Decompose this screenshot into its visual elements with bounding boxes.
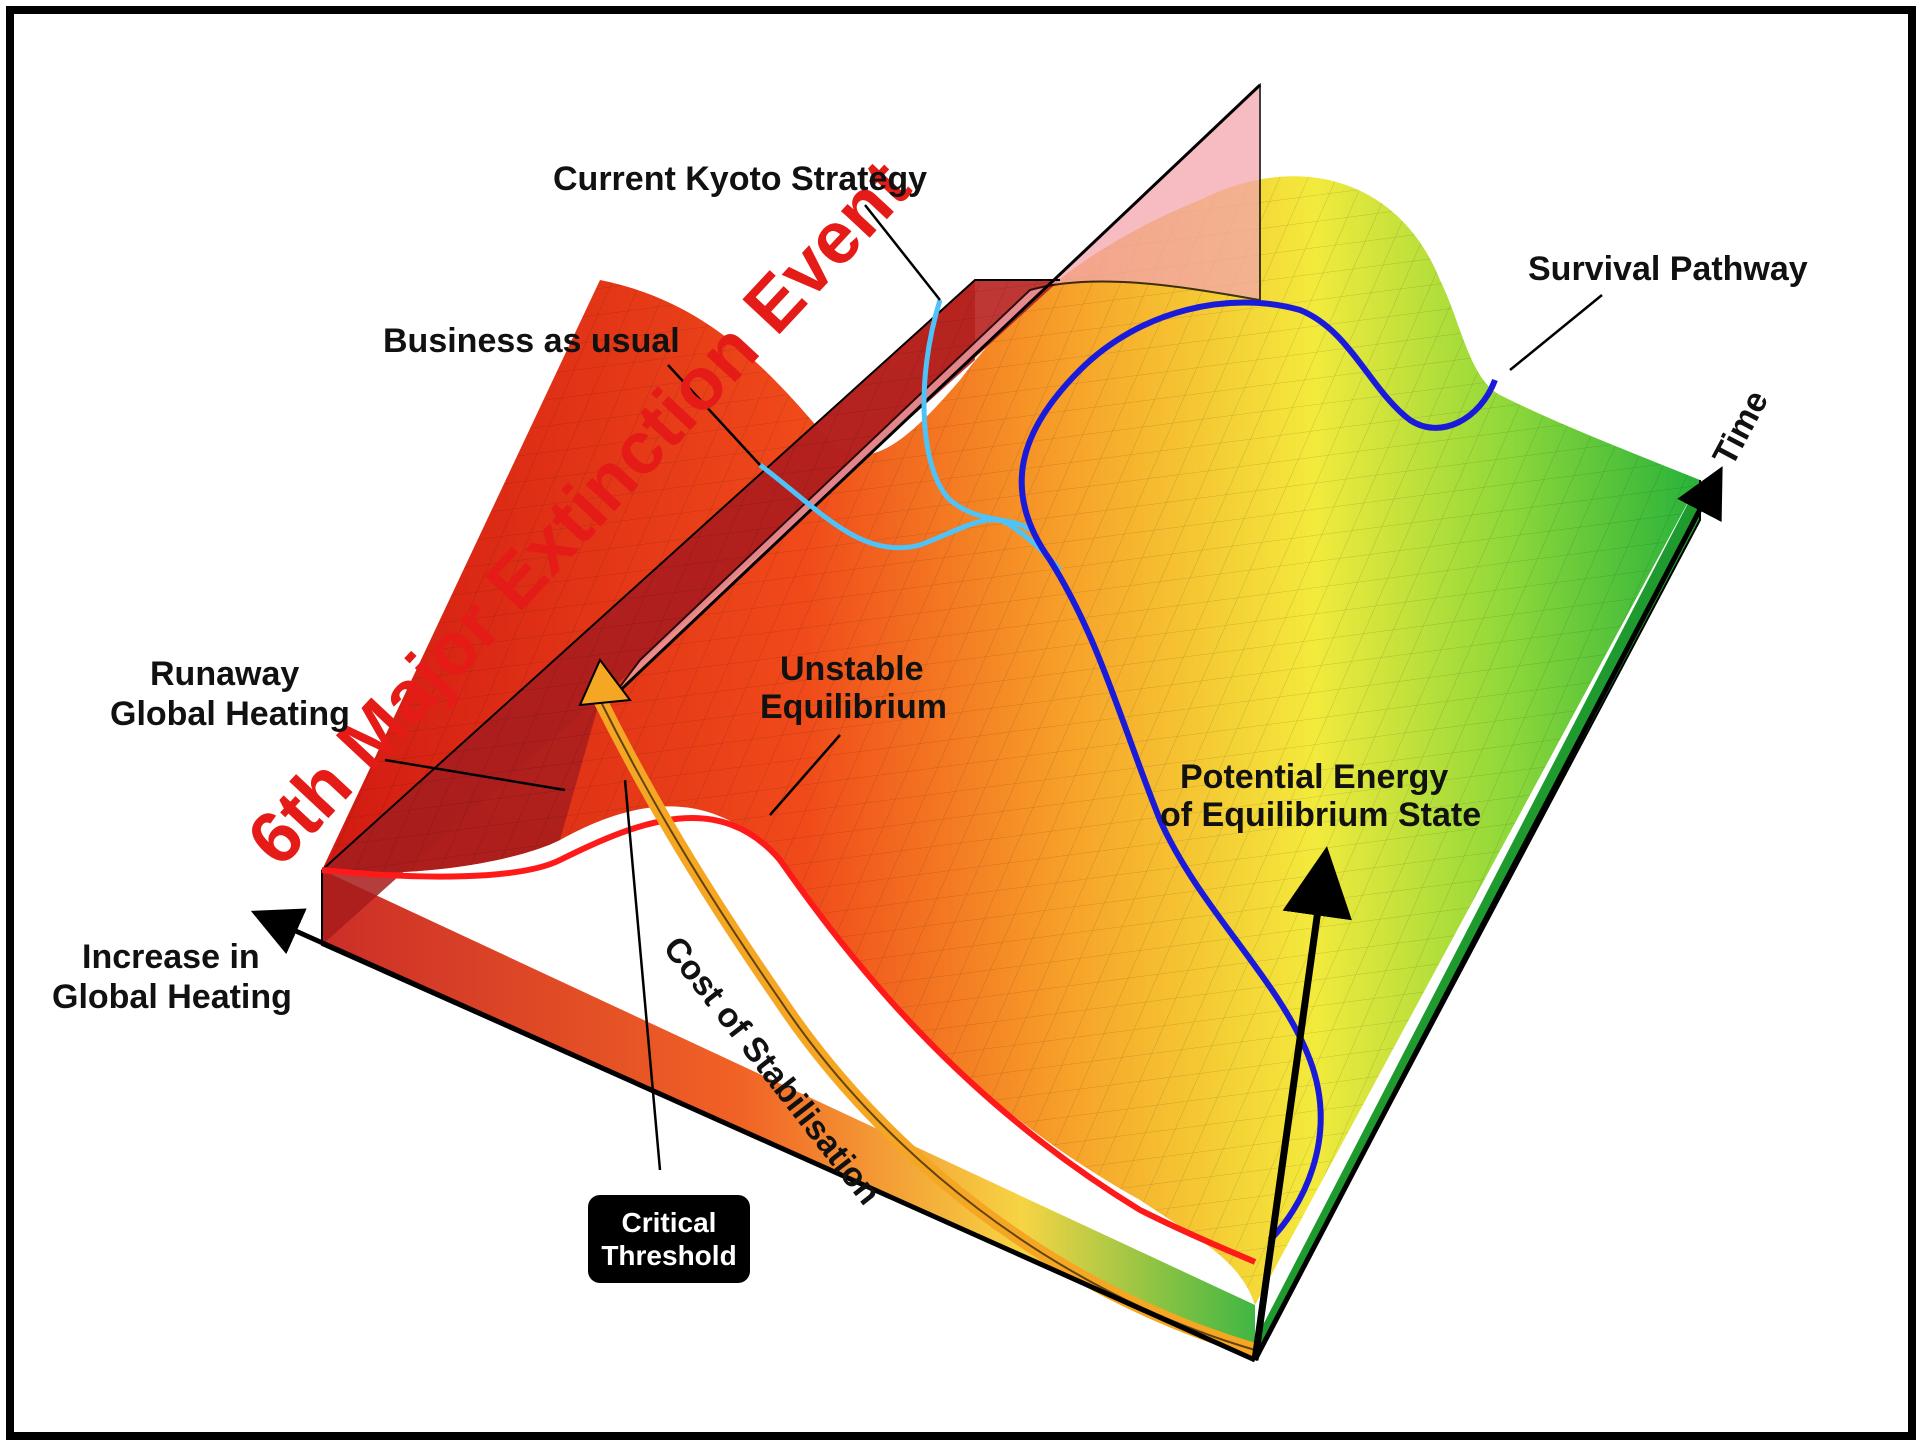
potential-label-1: Potential Energy xyxy=(1180,758,1448,796)
landscape-surface xyxy=(321,82,1701,1361)
increase-label-1: Increase in xyxy=(82,938,260,976)
cost-arrow-head xyxy=(578,658,632,707)
unstable-label-1: Unstable xyxy=(780,650,924,688)
time-axis xyxy=(1252,466,1723,1362)
runaway-label-1: Runaway xyxy=(150,655,299,693)
business-as-usual-label: Business as usual xyxy=(383,322,680,360)
critical-threshold-badge: Critical Threshold xyxy=(588,1195,750,1283)
critical-label-1: Critical xyxy=(622,1207,717,1238)
outer-border xyxy=(6,6,1916,1440)
leader-lines xyxy=(384,204,1603,1171)
business-as-usual-curve xyxy=(758,463,1062,572)
survival-pathway-curve xyxy=(1018,299,1498,1243)
unstable-equilibrium-curve xyxy=(321,815,1257,1265)
time-label: Time xyxy=(1706,384,1777,471)
unstable-label-2: Equilibrium xyxy=(760,688,947,726)
current-kyoto-label: Current Kyoto Strategy xyxy=(553,160,927,198)
potential-label-2: of Equilibrium State xyxy=(1160,796,1481,834)
critical-label-2: Threshold xyxy=(601,1240,736,1271)
potential-energy-axis xyxy=(1251,846,1352,1361)
axes xyxy=(250,466,1723,1363)
survival-pathway-label: Survival Pathway xyxy=(1528,250,1808,288)
pathway-curves xyxy=(321,299,1498,1357)
current-kyoto-curve xyxy=(921,299,1032,533)
runaway-label-2: Global Heating xyxy=(110,695,350,733)
global-heating-axis xyxy=(250,908,1257,1363)
increase-label-2: Global Heating xyxy=(52,978,292,1016)
